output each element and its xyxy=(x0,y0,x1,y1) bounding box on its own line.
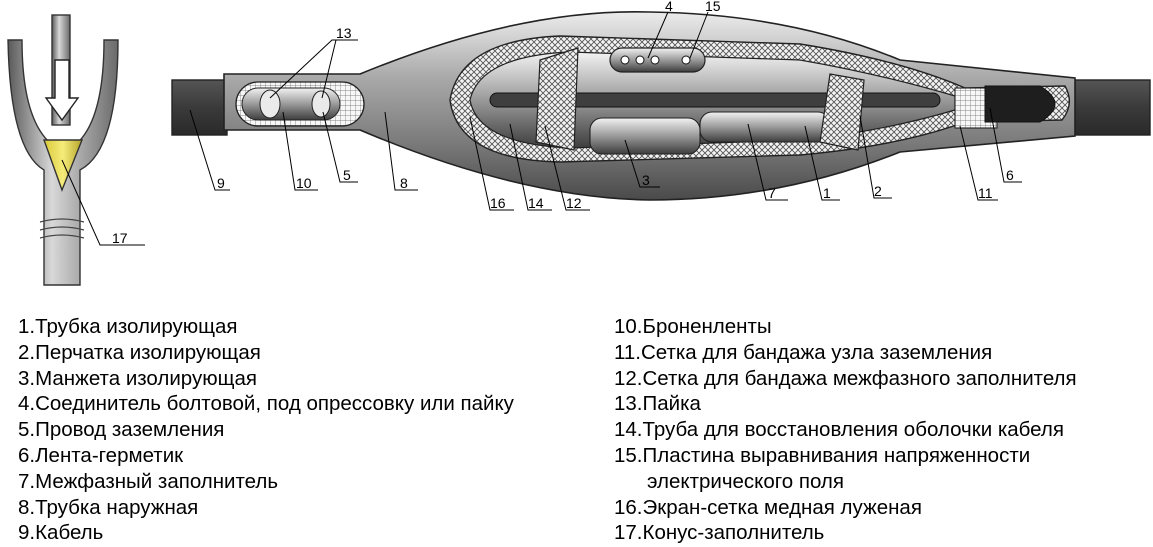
legend-item: 6.Лента-герметик xyxy=(18,443,184,467)
legend-item: 8.Трубка наружная xyxy=(18,495,199,519)
legend-item: 2.Перчатка изолирующая xyxy=(18,340,261,364)
legend-item: 3.Манжета изолирующая xyxy=(18,366,257,390)
cable-right xyxy=(1074,79,1151,136)
mesh-band-right xyxy=(819,73,865,151)
legend-item: 14.Труба для восстановления оболочки каб… xyxy=(614,418,1064,442)
cable-left xyxy=(171,79,228,136)
sealing-tape xyxy=(984,85,1056,123)
insertion-arrow-icon xyxy=(44,59,80,122)
callout-16: 16 xyxy=(490,195,506,211)
legend-item: 11.Сетка для бандажа узла заземления xyxy=(614,340,993,364)
legend-right: 10.Броненленты 11.Сетка для бандажа узла… xyxy=(614,314,1077,546)
legend-item-continuation: электрического поля xyxy=(647,469,844,493)
callout-12: 12 xyxy=(566,195,582,211)
callout-17: 17 xyxy=(112,230,128,246)
legend-item: 9.Кабель xyxy=(18,521,104,545)
legend-item: 17.Конус-заполнитель xyxy=(614,521,825,545)
legend-item: 4.Соединитель болтовой, под опрессовку и… xyxy=(18,392,514,416)
cable-joint-diagram: 1 2 3 4 5 6 7 8 9 10 11 12 13 14 15 16 1… xyxy=(7,0,1151,286)
legend-item: 15.Пластина выравнивания напряженности xyxy=(614,443,1031,467)
legend-item: 16.Экран-сетка медная луженая xyxy=(614,495,922,519)
callout-13: 13 xyxy=(336,25,352,41)
callout-14: 14 xyxy=(528,195,544,211)
joint-body xyxy=(171,10,1151,201)
filler-cone xyxy=(43,139,84,192)
callout-4: 4 xyxy=(665,0,673,14)
legend-item: 10.Броненленты xyxy=(614,315,772,338)
legend-item: 5.Провод заземления xyxy=(18,418,225,442)
callout-5: 5 xyxy=(343,167,351,183)
callout-6: 6 xyxy=(1006,167,1014,183)
callout-1: 1 xyxy=(823,185,831,201)
callout-11: 11 xyxy=(978,185,993,201)
callout-15: 15 xyxy=(705,0,721,14)
callout-9: 9 xyxy=(217,175,225,191)
callout-labels: 1 2 3 4 5 6 7 8 9 10 11 12 13 14 15 16 1… xyxy=(112,0,1014,246)
callout-2: 2 xyxy=(874,183,882,199)
callout-8: 8 xyxy=(400,175,408,191)
legend-item: 12.Сетка для бандажа межфазного заполнит… xyxy=(614,366,1077,390)
callout-3: 3 xyxy=(642,172,650,188)
legend-item: 7.Межфазный заполнитель xyxy=(18,469,279,493)
leader-lines xyxy=(61,11,1022,246)
callout-7: 7 xyxy=(768,185,776,201)
callout-10: 10 xyxy=(296,175,312,191)
mesh-band-phase xyxy=(535,47,579,151)
legend-left: 1.Трубка изолирующая 2.Перчатка изолирую… xyxy=(18,314,514,546)
legend-item: 1.Трубка изолирующая xyxy=(18,315,238,338)
legend-item: 13.Пайка xyxy=(614,392,701,416)
